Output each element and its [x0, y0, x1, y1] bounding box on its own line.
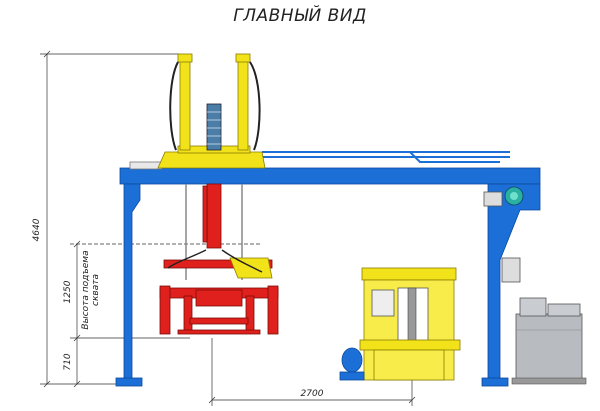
dimension-span-label: 2700 [301, 389, 324, 399]
dimension-lift-height-label: 1250 [63, 280, 73, 303]
motor [339, 347, 365, 381]
dimension-lift-height-caption-2: сквата [91, 274, 101, 306]
drawing-title: ГЛАВНЫЙ ВИД [233, 6, 367, 26]
hydraulic-carriage [157, 53, 266, 169]
dimension-total-height-label: 4640 [32, 218, 42, 241]
dimension-bottom-height [73, 338, 81, 388]
dimension-lift-height-caption-1: Высота подъема [81, 250, 91, 329]
beam-pipes [262, 151, 510, 163]
gantry-frame [115, 161, 541, 387]
dimension-span [208, 338, 416, 406]
dimension-total-height [40, 50, 180, 388]
fan-motor [483, 186, 524, 207]
lifter-mechanism [159, 183, 279, 335]
pump-unit [501, 257, 587, 385]
press-unit [359, 267, 461, 381]
dimension-bottom-height-label: 710 [63, 353, 73, 370]
lifter-hoses [167, 249, 263, 273]
